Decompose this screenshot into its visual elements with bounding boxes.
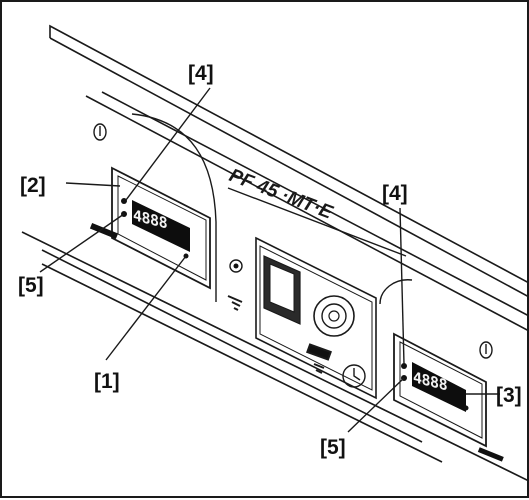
label-strip-right bbox=[477, 447, 504, 462]
leader-4-left bbox=[125, 87, 211, 201]
callout-5-left: [5] bbox=[18, 274, 44, 297]
leader-2 bbox=[65, 182, 121, 187]
thermo-icon-right bbox=[479, 341, 493, 359]
button-right bbox=[463, 405, 469, 411]
ground-symbol-center bbox=[306, 343, 332, 374]
bulkhead-curve bbox=[131, 113, 217, 302]
thermo-icon-left bbox=[93, 123, 107, 141]
leader-1 bbox=[105, 255, 187, 361]
callout-4-right: [4] bbox=[382, 182, 408, 205]
model-label-underline bbox=[227, 187, 407, 257]
ground-symbol-left bbox=[227, 295, 243, 311]
leader-5-left bbox=[39, 213, 125, 273]
led-indicator-right-upper bbox=[401, 363, 407, 369]
bulkhead-curve-right bbox=[379, 279, 413, 305]
leader-5-right bbox=[347, 377, 405, 433]
display-module-right: 4888 bbox=[393, 332, 504, 462]
leader-4-right bbox=[399, 207, 405, 365]
housing-outline bbox=[21, 24, 529, 482]
display-module-left: 4888 bbox=[89, 166, 211, 290]
callout-1: [1] bbox=[94, 370, 120, 393]
led-indicator-left-upper bbox=[121, 198, 127, 204]
leader-lines bbox=[39, 87, 500, 433]
callout-3: [3] bbox=[496, 384, 522, 407]
label-strip-left bbox=[89, 222, 119, 240]
switch-housing bbox=[255, 236, 377, 400]
model-label: PF 45 ·MT·E bbox=[226, 165, 336, 224]
display-window-right bbox=[412, 362, 466, 412]
callout-5-right: [5] bbox=[320, 436, 346, 459]
callout-2: [2] bbox=[20, 174, 46, 197]
clock-icon bbox=[342, 364, 366, 388]
callout-4-left: [4] bbox=[188, 62, 214, 85]
display-window-left bbox=[132, 200, 190, 252]
